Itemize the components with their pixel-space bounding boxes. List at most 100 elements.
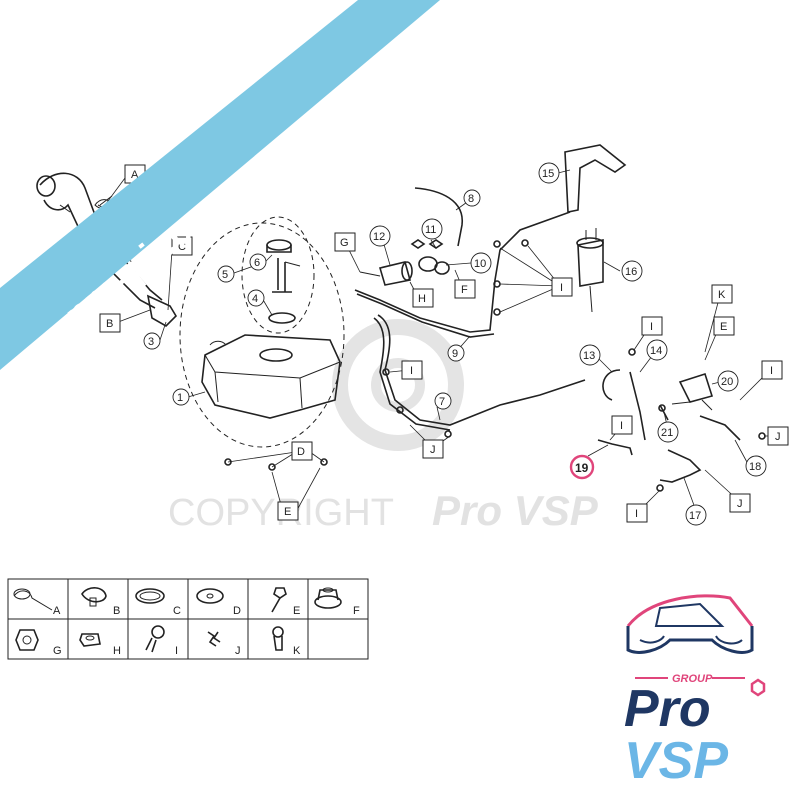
legend-letter-i: I bbox=[175, 645, 178, 657]
copyright-watermark: COPYRIGHT Pro VSP bbox=[168, 319, 599, 534]
callout-3: 3 bbox=[143, 332, 161, 350]
pipe-18 bbox=[699, 415, 741, 441]
callout-j-right: J bbox=[767, 426, 789, 446]
pipe-9 bbox=[354, 211, 571, 333]
clamp-ring-icon bbox=[135, 588, 165, 604]
bracket-15 bbox=[564, 144, 627, 213]
nut-icon bbox=[15, 629, 39, 651]
callout-i-right: I bbox=[761, 360, 783, 380]
callout-i-19: I bbox=[611, 415, 633, 435]
callout-b: B bbox=[99, 313, 121, 333]
callout-20: 20 bbox=[717, 370, 739, 392]
p-clip-icon bbox=[272, 626, 284, 651]
svg-text:E: E bbox=[720, 321, 727, 333]
svg-text:20: 20 bbox=[721, 376, 733, 388]
callout-7: 7 bbox=[434, 392, 452, 410]
svg-text:8: 8 bbox=[468, 193, 474, 205]
part-19 bbox=[597, 439, 633, 456]
pipe-14 bbox=[629, 371, 646, 441]
svg-text:J: J bbox=[430, 444, 436, 456]
svg-text:17: 17 bbox=[689, 510, 701, 522]
svg-text:E: E bbox=[284, 506, 291, 518]
svg-text:K: K bbox=[718, 289, 726, 301]
callout-c: C bbox=[171, 236, 193, 256]
cable-tie-icon bbox=[13, 588, 53, 611]
clamp-10 bbox=[418, 256, 450, 275]
pipe-13 bbox=[602, 369, 621, 401]
svg-text:I: I bbox=[620, 420, 623, 432]
svg-text:14: 14 bbox=[650, 345, 662, 357]
svg-text:D: D bbox=[297, 446, 305, 458]
svg-text:18: 18 bbox=[749, 461, 761, 473]
svg-text:I: I bbox=[635, 508, 638, 520]
hose-clip-icon bbox=[81, 587, 107, 607]
svg-text:B: B bbox=[106, 318, 113, 330]
callout-17: 17 bbox=[685, 504, 707, 526]
svg-text:1: 1 bbox=[177, 392, 183, 404]
callout-j-center: J bbox=[422, 439, 444, 459]
fuel-filter bbox=[359, 261, 413, 286]
pipe-8 bbox=[414, 187, 463, 247]
callout-6: 6 bbox=[249, 253, 267, 271]
legend-letter-c: C bbox=[173, 605, 181, 617]
double-clip-icon bbox=[207, 631, 221, 647]
svg-text:10: 10 bbox=[474, 258, 486, 270]
number-callouts: 1 2 3 4 5 6 7 8 9 10 11 12 13 14 15 16 1… bbox=[65, 162, 767, 526]
logo-pro-text: Pro bbox=[624, 680, 711, 738]
canister-16 bbox=[576, 228, 604, 313]
svg-text:3: 3 bbox=[148, 336, 154, 348]
copyright-brand: Pro VSP bbox=[432, 487, 599, 534]
legend-letter-k: K bbox=[293, 645, 301, 657]
pipe-clip-icon bbox=[145, 625, 165, 653]
callout-9: 9 bbox=[447, 344, 465, 362]
svg-text:7: 7 bbox=[439, 396, 445, 408]
svg-text:I: I bbox=[560, 282, 563, 294]
legend-letter-b: B bbox=[113, 605, 120, 617]
callout-j-17: J bbox=[729, 493, 751, 513]
svg-text:16: 16 bbox=[625, 266, 637, 278]
svg-text:J: J bbox=[775, 431, 781, 443]
legend-letter-h: H bbox=[113, 645, 121, 657]
svg-text:4: 4 bbox=[252, 293, 258, 305]
callout-13: 13 bbox=[579, 344, 601, 366]
legend-letter-j: J bbox=[235, 645, 241, 657]
bolt-icon bbox=[271, 587, 287, 613]
svg-text:F: F bbox=[461, 284, 468, 296]
callout-12: 12 bbox=[369, 225, 391, 247]
callout-21: 21 bbox=[657, 421, 679, 443]
svg-text:H: H bbox=[418, 293, 426, 305]
clips-11 bbox=[410, 239, 444, 249]
callout-11: 11 bbox=[421, 218, 443, 240]
flange-nut-icon bbox=[314, 587, 342, 609]
callout-k: K bbox=[711, 284, 733, 304]
callout-i-center: I bbox=[401, 360, 423, 380]
callout-h: H bbox=[412, 288, 434, 308]
tank-group-outline bbox=[179, 222, 345, 448]
svg-text:15: 15 bbox=[542, 168, 554, 180]
svg-text:5: 5 bbox=[222, 269, 228, 281]
svg-text:A: A bbox=[131, 169, 139, 181]
svg-text:11: 11 bbox=[425, 224, 436, 236]
legend-letter-d: D bbox=[233, 605, 241, 617]
pipe-17 bbox=[659, 449, 702, 483]
legend-letter-a: A bbox=[53, 605, 61, 617]
callout-4: 4 bbox=[247, 289, 265, 307]
callout-f: F bbox=[454, 279, 476, 299]
callout-i-right-pipes: I bbox=[551, 277, 573, 297]
svg-text:I: I bbox=[770, 365, 773, 377]
callout-1: 1 bbox=[172, 388, 190, 406]
pipe-7 bbox=[377, 314, 586, 426]
watermark-banner: pro-piece-vsp.com bbox=[0, 0, 440, 370]
callout-i-bottom: I bbox=[626, 503, 648, 523]
callout-16: 16 bbox=[621, 260, 643, 282]
fuel-tank bbox=[201, 334, 341, 419]
callout-15: 15 bbox=[538, 162, 560, 184]
sensor-20 bbox=[671, 372, 714, 411]
callout-e-right: E bbox=[713, 316, 735, 336]
logo-vsp-text: VSP bbox=[624, 732, 728, 790]
washer-icon bbox=[196, 588, 224, 604]
svg-text:G: G bbox=[340, 237, 349, 249]
legend-letter-g: G bbox=[53, 645, 62, 657]
callout-19-highlighted[interactable]: 19 bbox=[569, 454, 595, 480]
callout-5: 5 bbox=[217, 265, 235, 283]
